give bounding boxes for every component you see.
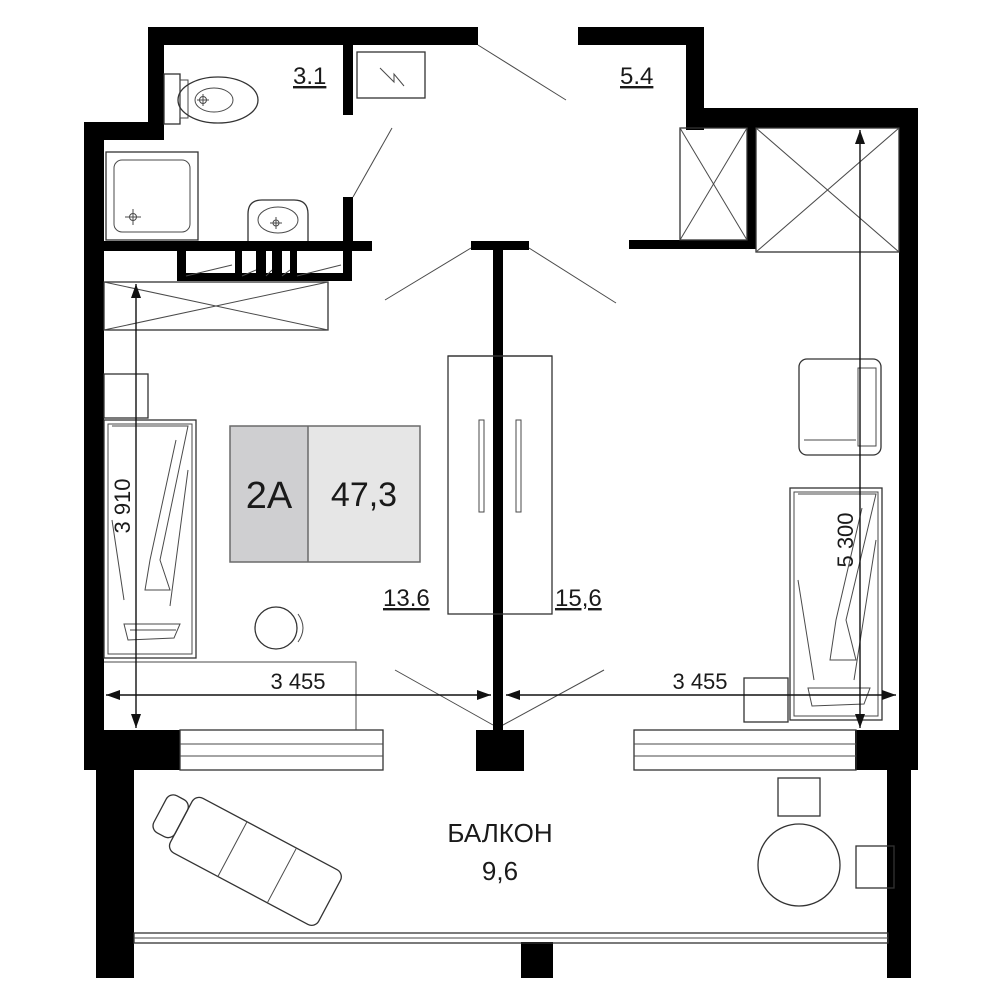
balcony-area-label: 9,6 bbox=[482, 856, 518, 886]
right-bed bbox=[789, 487, 883, 721]
balcony-railing bbox=[133, 932, 889, 944]
right-room-area-label: 15,6 bbox=[555, 585, 602, 612]
walls bbox=[84, 27, 918, 978]
wardrobe-icon bbox=[447, 355, 553, 615]
bathroom-door bbox=[352, 127, 393, 198]
apartment-badge: 2A 47,3 bbox=[229, 425, 421, 563]
shower-tray-icon bbox=[105, 151, 199, 241]
bed-icon bbox=[103, 419, 197, 659]
left-room-door bbox=[384, 247, 472, 301]
vent-shafts bbox=[185, 264, 342, 277]
balcony-chair-top bbox=[777, 777, 821, 817]
balcony-door-left bbox=[394, 669, 494, 726]
hall-area-label: 5.4 bbox=[620, 63, 653, 90]
bathroom-area-label: 3.1 bbox=[293, 63, 326, 90]
balcony-chair-right bbox=[855, 845, 895, 889]
left-room-area-label: 13.6 bbox=[383, 585, 430, 612]
nightstand-left bbox=[103, 373, 149, 419]
apartment-total-area: 47,3 bbox=[331, 476, 397, 514]
right-room-door bbox=[528, 247, 617, 304]
right-room-wardrobe bbox=[755, 127, 900, 253]
dimension-right-width bbox=[506, 690, 896, 700]
nightstand-right bbox=[743, 677, 789, 723]
armchair-icon bbox=[798, 358, 882, 456]
doors bbox=[352, 44, 617, 726]
left-room-desk bbox=[104, 661, 357, 730]
balcony-name-label: БАЛКОН bbox=[447, 818, 552, 848]
left-depth-label: 3 910 bbox=[110, 478, 135, 533]
deck-lounger-icon bbox=[152, 794, 342, 926]
left-width-label: 3 455 bbox=[270, 669, 325, 694]
dimension-left-width bbox=[106, 690, 491, 700]
dimension-left-depth bbox=[131, 284, 141, 728]
table-icon bbox=[757, 823, 841, 907]
left-room-wardrobe bbox=[103, 281, 329, 331]
window-left bbox=[179, 729, 384, 771]
right-depth-label: 5 300 bbox=[833, 512, 858, 567]
entrance-door bbox=[477, 44, 567, 101]
window-right bbox=[633, 729, 857, 771]
electrical-panel-icon bbox=[356, 51, 426, 99]
washbasin-icon bbox=[247, 199, 309, 241]
chair-icon bbox=[254, 606, 304, 650]
toilet-icon bbox=[163, 73, 259, 125]
hall-wardrobe bbox=[679, 127, 748, 241]
apartment-type-label: 2A bbox=[246, 475, 293, 517]
dimension-right-depth bbox=[855, 130, 865, 728]
balcony-door-right bbox=[502, 669, 605, 726]
right-width-label: 3 455 bbox=[672, 669, 727, 694]
